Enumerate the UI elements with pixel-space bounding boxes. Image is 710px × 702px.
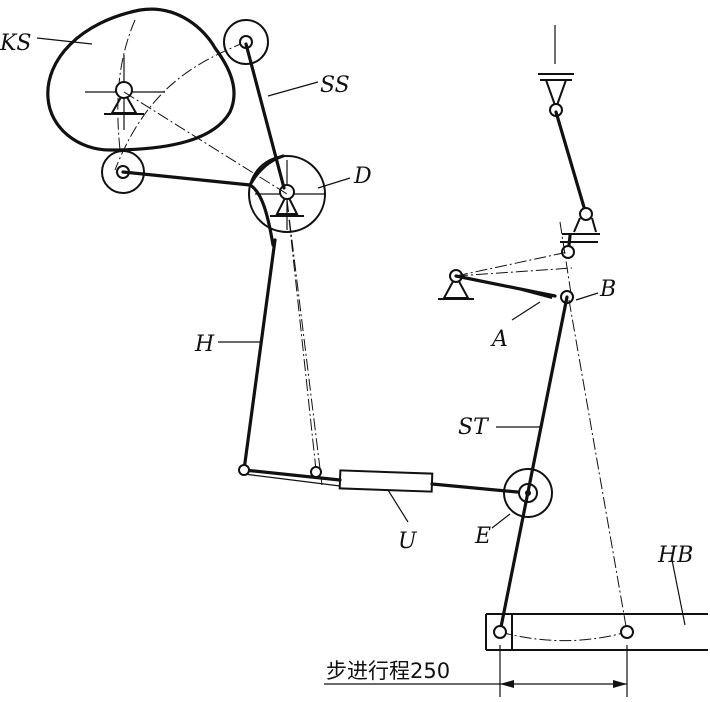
leader-lines	[36, 37, 686, 626]
rod-ss	[244, 42, 286, 190]
top-right-support	[538, 25, 574, 117]
cam-ks	[46, 7, 246, 171]
label-a: A	[490, 327, 508, 352]
centerline-d-lower-1	[286, 199, 317, 471]
label-ks: KS	[0, 31, 32, 56]
dimension-stroke	[324, 645, 628, 697]
label-e: E	[474, 524, 491, 549]
centerline-cam-to-d	[123, 91, 288, 195]
link-u	[238, 464, 530, 495]
rod-upper-right	[554, 110, 588, 216]
rod-roller-to-d	[121, 170, 252, 187]
label-d: D	[353, 164, 372, 189]
link-h	[242, 238, 277, 472]
slider-upper-right	[560, 207, 600, 259]
lever-a	[438, 221, 573, 301]
label-ss: SS	[320, 73, 350, 98]
label-hb: HB	[657, 543, 693, 568]
link-st	[498, 295, 569, 634]
label-st: ST	[458, 415, 490, 440]
label-b: B	[599, 277, 616, 302]
bar-hb	[485, 613, 708, 651]
roller-ss-top	[223, 19, 269, 65]
label-h: H	[194, 332, 215, 357]
rocker-d	[248, 154, 326, 247]
label-u: U	[398, 529, 418, 554]
centerline-d-lower-2	[286, 199, 323, 486]
centerline-b-lower	[568, 299, 628, 633]
dimension-label: 步进行程250	[326, 659, 450, 683]
